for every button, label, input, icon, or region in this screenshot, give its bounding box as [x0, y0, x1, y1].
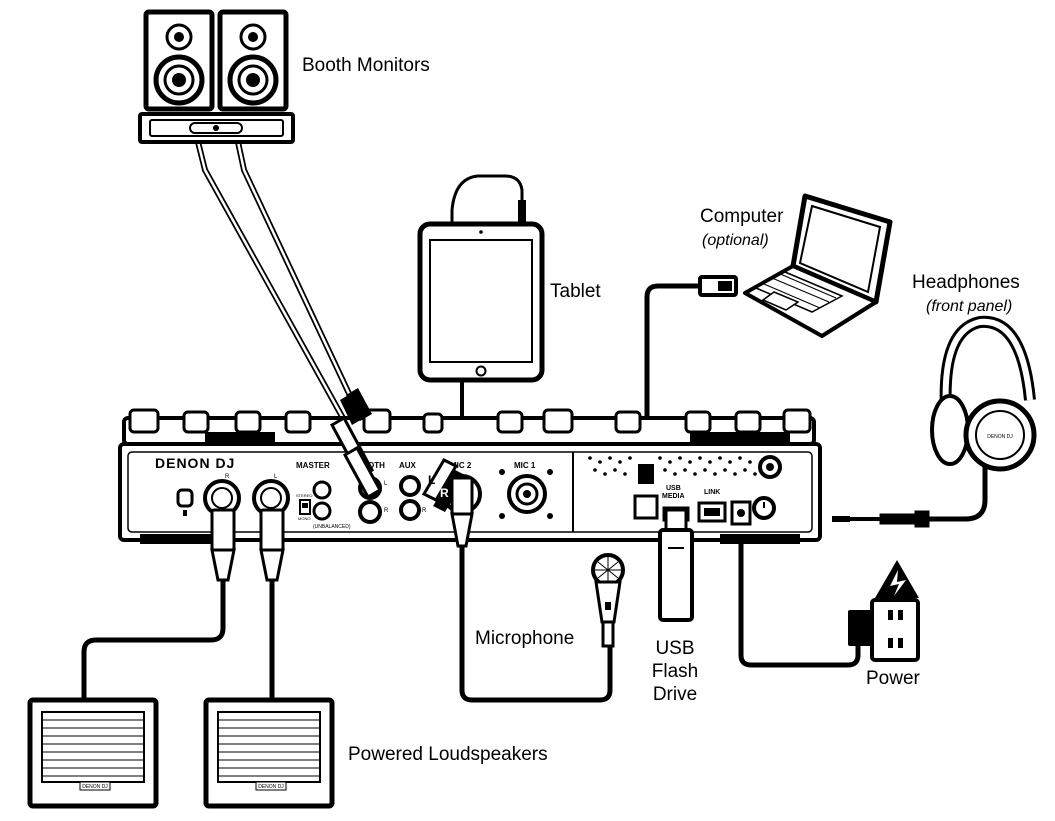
laptop [698, 193, 893, 338]
panel-mic2: MIC 2 [450, 461, 472, 470]
svg-text:L: L [428, 473, 435, 487]
label-computer-note: (optional) [702, 232, 769, 249]
aux-plugs: L R [421, 458, 467, 512]
amplifier [138, 112, 295, 144]
label-tablet: Tablet [550, 281, 601, 302]
panel-link: LINK [704, 489, 720, 496]
booth-monitor-left [143, 9, 215, 112]
panel-mic1: MIC 1 [514, 461, 536, 470]
tablet-device [417, 200, 545, 383]
label-computer: Computer [700, 206, 784, 227]
panel-booth-left: L [384, 481, 388, 487]
computer-usb-cable [644, 283, 703, 473]
svg-text:R: R [440, 486, 449, 500]
headphones-device: DENON DJ [832, 315, 1037, 528]
booth-monitor-right [217, 9, 289, 112]
label-usb-2: Flash [651, 661, 699, 682]
tablet-cable-top [450, 174, 524, 226]
panel-aux-right: R [422, 508, 427, 514]
label-power: Power [866, 668, 920, 689]
panel-master-right: R [225, 474, 230, 480]
svg-text:DENON DJ: DENON DJ [987, 434, 1013, 440]
booth-cable-left-inner [196, 140, 346, 422]
power-outlet [848, 560, 920, 662]
label-microphone: Microphone [475, 628, 575, 649]
booth-plugs [329, 388, 383, 500]
label-headphones-note: (front panel) [926, 298, 1013, 315]
panel-usb-media-2: MEDIA [662, 493, 685, 500]
speaker-brand-left: DENON DJ [82, 784, 108, 790]
panel-stereo: STEREO [296, 493, 312, 498]
mic-plug [450, 476, 474, 548]
headphone-cable [912, 457, 988, 522]
panel-brand: DENON DJ [155, 455, 235, 471]
vent-grid [588, 456, 757, 476]
label-powered-loudspeakers: Powered Loudspeakers [348, 744, 548, 765]
label-usb-3: Drive [652, 684, 698, 705]
panel-master-left: L [274, 474, 278, 480]
panel-aux: AUX [399, 461, 417, 470]
booth-cable-right-inner [236, 140, 354, 402]
label-booth-monitors: Booth Monitors [302, 55, 430, 76]
loudspeaker-left: DENON DJ [27, 697, 159, 809]
panel-usb-media-1: USB [666, 485, 681, 492]
mic-cable [459, 542, 613, 703]
mixer: DENON DJ MASTER BOOTH AUX MIC 2 MIC 1 US… [118, 408, 822, 544]
usb-flash-drive-device [658, 508, 694, 622]
power-cable [738, 525, 861, 668]
hazard-bolt-icon [890, 570, 906, 596]
loudspeaker-right: DENON DJ [203, 697, 335, 809]
panel-unbalanced: (UNBALANCED) [313, 524, 351, 530]
xlr-speaker-plugs [210, 508, 285, 582]
panel-mono: MONO [298, 516, 310, 521]
panel-booth-right: R [384, 508, 389, 514]
speaker-brand-right: DENON DJ [258, 784, 284, 790]
label-headphones: Headphones [912, 272, 1020, 293]
label-usb-1: USB [655, 638, 695, 659]
microphone-device [591, 553, 625, 648]
speaker-cable-left [81, 577, 226, 703]
panel-master: MASTER [296, 461, 330, 470]
